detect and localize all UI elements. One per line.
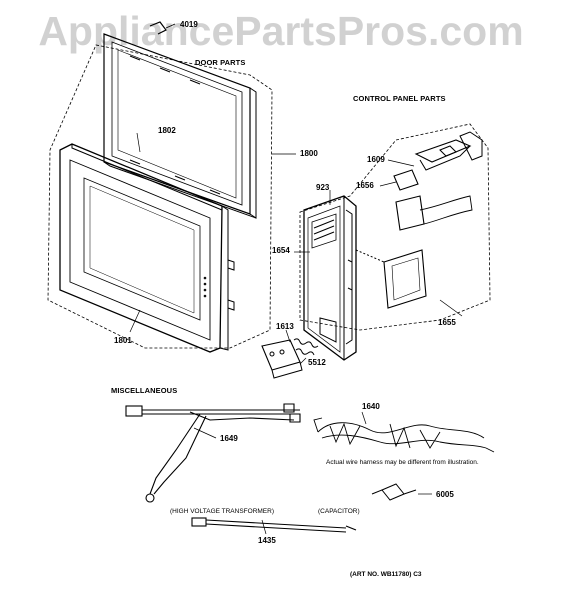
keypad-1613: [261, 339, 303, 379]
bracket-1609: [414, 131, 483, 171]
part-1656: [393, 169, 419, 191]
part-label-923: 923: [316, 183, 330, 192]
watermark-text: AppliancePartsPros.com: [38, 8, 524, 54]
capacitor-label: (CAPACITOR): [318, 508, 360, 515]
control-board: [355, 195, 473, 309]
part-label-1802: 1802: [158, 126, 176, 135]
spring-5512: [293, 338, 319, 356]
part-label-1656: 1656: [356, 181, 374, 190]
part-label-1640: 1640: [362, 402, 380, 411]
door-1801: [59, 143, 235, 353]
part-label-4019: 4019: [180, 20, 198, 29]
control-panel-1654: [303, 195, 357, 361]
door-frame-1802: [103, 33, 257, 219]
part-label-1609: 1609: [367, 155, 385, 164]
section-door-parts: DOOR PARTS: [195, 58, 246, 67]
part-label-1801: 1801: [114, 336, 132, 345]
harness-1649: [125, 403, 301, 503]
hv-transformer-label: (HIGH VOLTAGE TRANSFORMER): [170, 508, 275, 515]
part-label-1435: 1435: [258, 536, 276, 545]
door-assembly-outline: [47, 44, 273, 349]
part-label-1800: 1800: [300, 149, 318, 158]
part-label-1649: 1649: [220, 434, 238, 443]
part-label-1655: 1655: [438, 318, 456, 327]
control-panel-outline: [299, 123, 491, 331]
part-label-5512: 5512: [308, 358, 326, 367]
harness-note: Actual wire harness may be different fro…: [326, 459, 479, 466]
part-label-1613: 1613: [276, 322, 294, 331]
wire-1435: [191, 517, 357, 533]
art-number: (ART NO. WB11780) C3: [350, 571, 422, 578]
part-label-6005: 6005: [436, 490, 454, 499]
part-label-1654: 1654: [272, 246, 290, 255]
part-6005: [371, 483, 417, 501]
section-miscellaneous: MISCELLANEOUS: [111, 386, 178, 395]
latch-4019: [149, 21, 167, 35]
section-control-panel-parts: CONTROL PANEL PARTS: [353, 94, 446, 103]
harness-1640: [313, 417, 495, 453]
